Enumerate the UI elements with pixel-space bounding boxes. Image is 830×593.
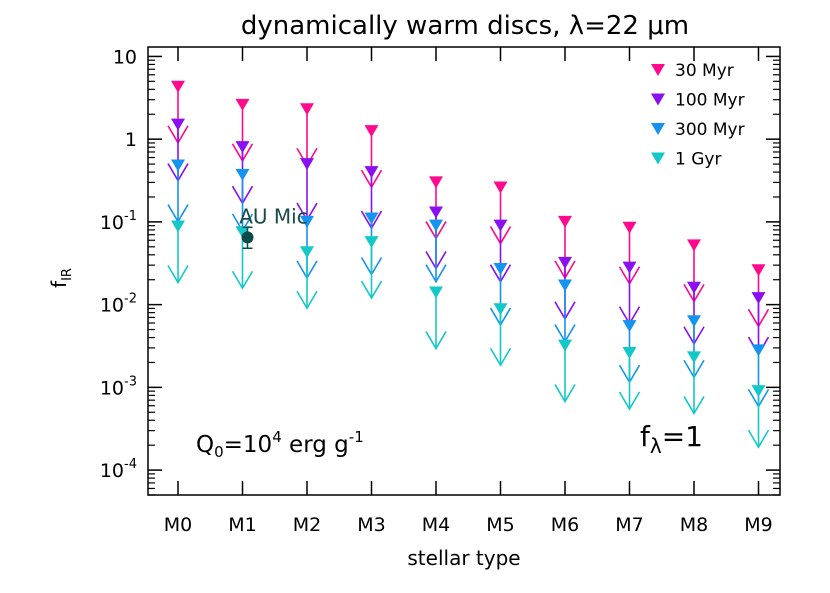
legend-label: 30 Myr [675,61,734,81]
data-point [687,351,701,364]
series-1-gyr [167,220,770,449]
x-axis: M0 M1 M2 M3 M4 M5 M6 M7 M8 M9 [164,47,773,536]
upper-limit-arrowhead [554,384,576,404]
x-tick-label: M2 [293,514,321,536]
data-point [558,339,572,352]
legend-marker [651,123,665,135]
data-point [364,236,379,249]
data-point [171,159,185,172]
data-point [751,344,766,357]
upper-limit-arrowhead [489,347,512,367]
data-point [235,226,250,239]
data-point [235,141,250,154]
upper-limit-arrowhead [683,396,705,416]
legend-marker [651,152,665,165]
data-point [364,212,379,225]
legend-marker [651,93,665,106]
x-tick-label: M5 [486,514,514,536]
x-axis-label: stellar type [407,546,520,570]
detection-layer: AU Mic [239,204,308,250]
x-tick-label: M4 [422,514,450,536]
y-tick-label: 1 [125,129,137,151]
legend-label: 100 Myr [675,91,745,111]
y-axis-label: fIR [47,268,75,288]
data-point [235,168,250,181]
data-point [622,320,637,333]
legend-marker [651,64,665,76]
y-tick-label: 10-4 [100,457,137,482]
legend: 30 Myr 100 Myr 300 Myr 1 Gyr [651,61,745,170]
detection-label: AU Mic [239,204,308,228]
y-tick-label: 10-1 [100,209,137,234]
f-lambda-annotation: fλ=1 [640,420,703,458]
data-point [558,215,572,228]
data-point [171,80,185,93]
data-point [364,166,379,179]
x-tick-label: M9 [744,514,772,536]
y-axis: 10 1 10-1 10-2 10-3 10-4 [100,46,780,496]
data-point [429,176,443,189]
x-tick-label: M1 [228,514,256,536]
data-point [493,181,508,194]
data-point [429,219,443,232]
data-point [493,262,508,275]
data-point [687,239,701,252]
upper-limit-arrowhead [296,290,318,310]
x-tick-label: M7 [615,514,643,536]
data-point [364,125,379,138]
data-point [171,118,185,131]
upper-limit-arrowhead [167,265,189,285]
data-point [558,256,572,269]
y-tick-label: 10-2 [100,292,137,317]
y-tick-label: 10-3 [100,374,137,399]
data-point [235,98,250,111]
data-point [558,279,572,292]
data-point [171,220,185,233]
upper-limit-arrowhead [747,429,770,449]
data-point [622,347,637,360]
x-tick-label: M8 [680,514,708,536]
series-300-myr [167,159,770,408]
x-tick-label: M6 [551,514,579,536]
legend-label: 300 Myr [675,120,745,140]
upper-limit-arrowhead [425,264,447,284]
series-layer [167,80,770,449]
y-tick-label: 10 [113,46,137,68]
q0-annotation: Q0=104 erg g-1 [196,428,364,461]
upper-limit-arrowhead [231,270,254,290]
detection-point [241,231,254,244]
chart-title: dynamically warm discs, λ=22 μm [241,11,689,41]
data-point [687,281,701,294]
data-point [751,264,766,277]
x-tick-label: M0 [164,514,192,536]
plot-frame [147,46,781,496]
data-point [300,215,314,228]
x-tick-label: M3 [357,514,385,536]
upper-limit-arrowhead [425,331,447,351]
data-point [429,206,443,219]
data-point [751,385,766,398]
data-point [429,286,443,299]
data-point [622,221,637,234]
legend-label: 1 Gyr [675,150,721,170]
upper-limit-arrowhead [618,391,641,411]
data-point [300,246,314,259]
data-point [300,158,314,171]
data-point [493,303,508,316]
data-point [687,315,701,328]
data-point [751,292,766,305]
data-point [300,103,314,116]
data-point [493,219,508,232]
data-point [622,261,637,274]
upper-limit-arrowhead [360,280,383,300]
